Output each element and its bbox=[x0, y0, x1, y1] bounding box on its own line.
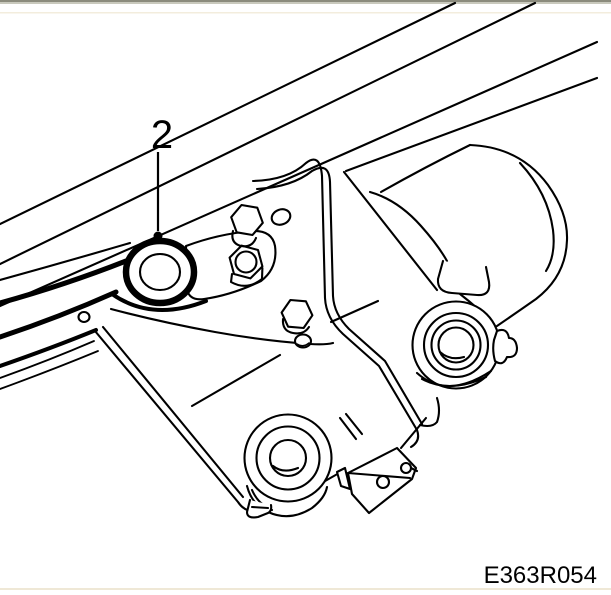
callout-2-label: 2 bbox=[151, 113, 173, 157]
grommet-notch bbox=[245, 498, 273, 519]
callout-2: 2 bbox=[151, 113, 173, 241]
rubber-mount-right bbox=[411, 300, 519, 428]
wiper-arm bbox=[0, 241, 208, 390]
connector-tab bbox=[335, 466, 352, 491]
figure-code-label: E363R054 bbox=[484, 562, 597, 589]
spindle-grommet bbox=[122, 237, 198, 307]
cowl-panel-lines bbox=[0, 1, 599, 308]
motor-housing bbox=[342, 143, 569, 328]
electrical-connector bbox=[335, 412, 428, 515]
motor-foot-tab bbox=[436, 259, 491, 297]
spacer-washer bbox=[270, 208, 292, 226]
leader-dot bbox=[153, 231, 163, 241]
crank-nut bbox=[228, 244, 264, 287]
top-edge-rule bbox=[0, 0, 611, 14]
upper-mounting-bolt bbox=[230, 203, 292, 248]
grommet-ear bbox=[492, 328, 519, 365]
linkage-rod bbox=[0, 340, 95, 379]
rubber-mount-left bbox=[243, 413, 333, 519]
arm-clip bbox=[77, 310, 91, 324]
bottom-edge-rule bbox=[0, 588, 611, 590]
center-mounting-bolt bbox=[280, 298, 314, 349]
